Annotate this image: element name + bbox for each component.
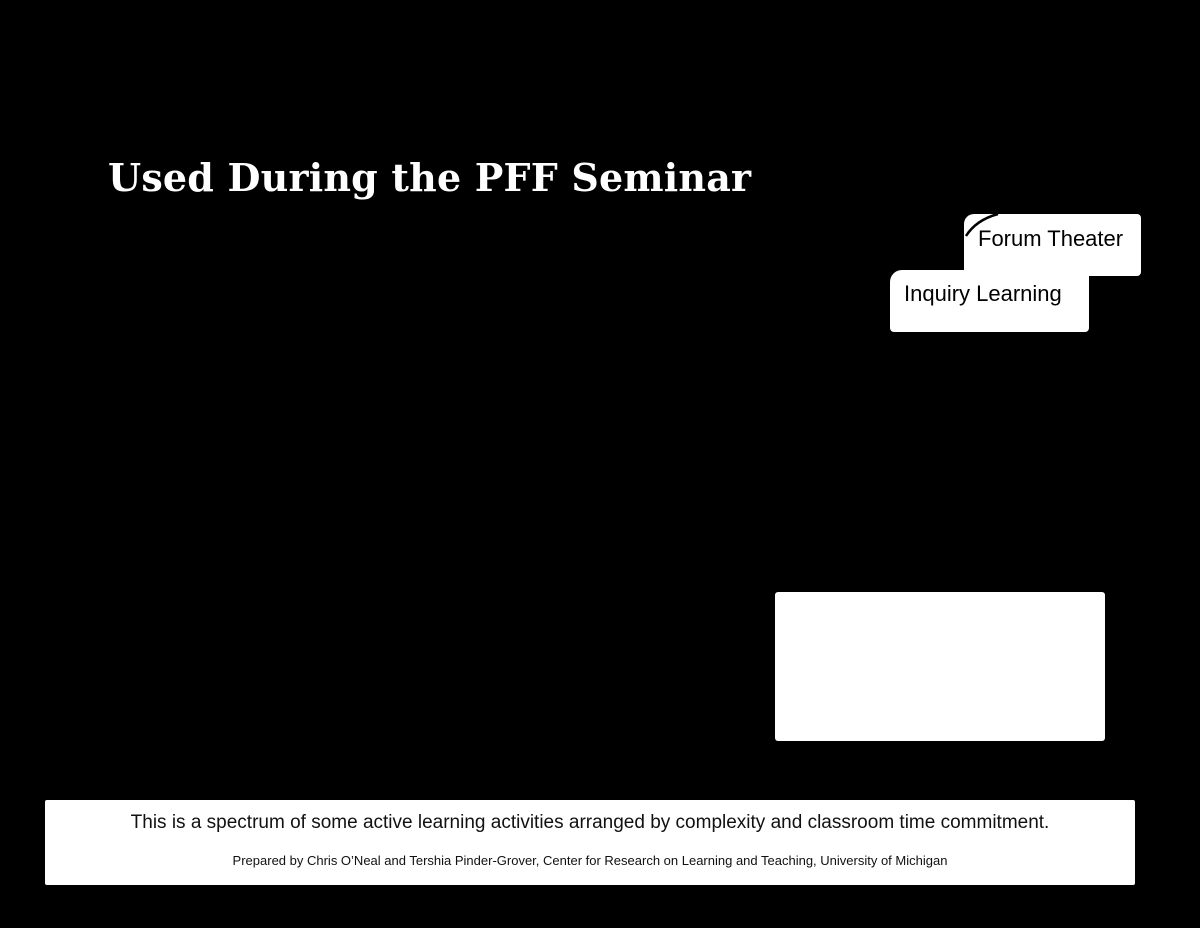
activity-box-forum-theater: Forum Theater [964,214,1141,276]
footer-credit: Prepared by Chris O’Neal and Tershia Pin… [232,853,948,868]
activity-box-inquiry-learning: Inquiry Learning [890,270,1089,332]
connector-curve-icon [964,212,999,237]
activity-label: Inquiry Learning [904,281,1062,306]
footer-caption: This is a spectrum of some active learni… [45,800,1135,885]
diagram-title: Used During the PFF Seminar [108,155,752,200]
blank-box [775,592,1105,741]
activity-label: Forum Theater [978,226,1124,251]
footer-description: This is a spectrum of some active learni… [130,812,1050,833]
